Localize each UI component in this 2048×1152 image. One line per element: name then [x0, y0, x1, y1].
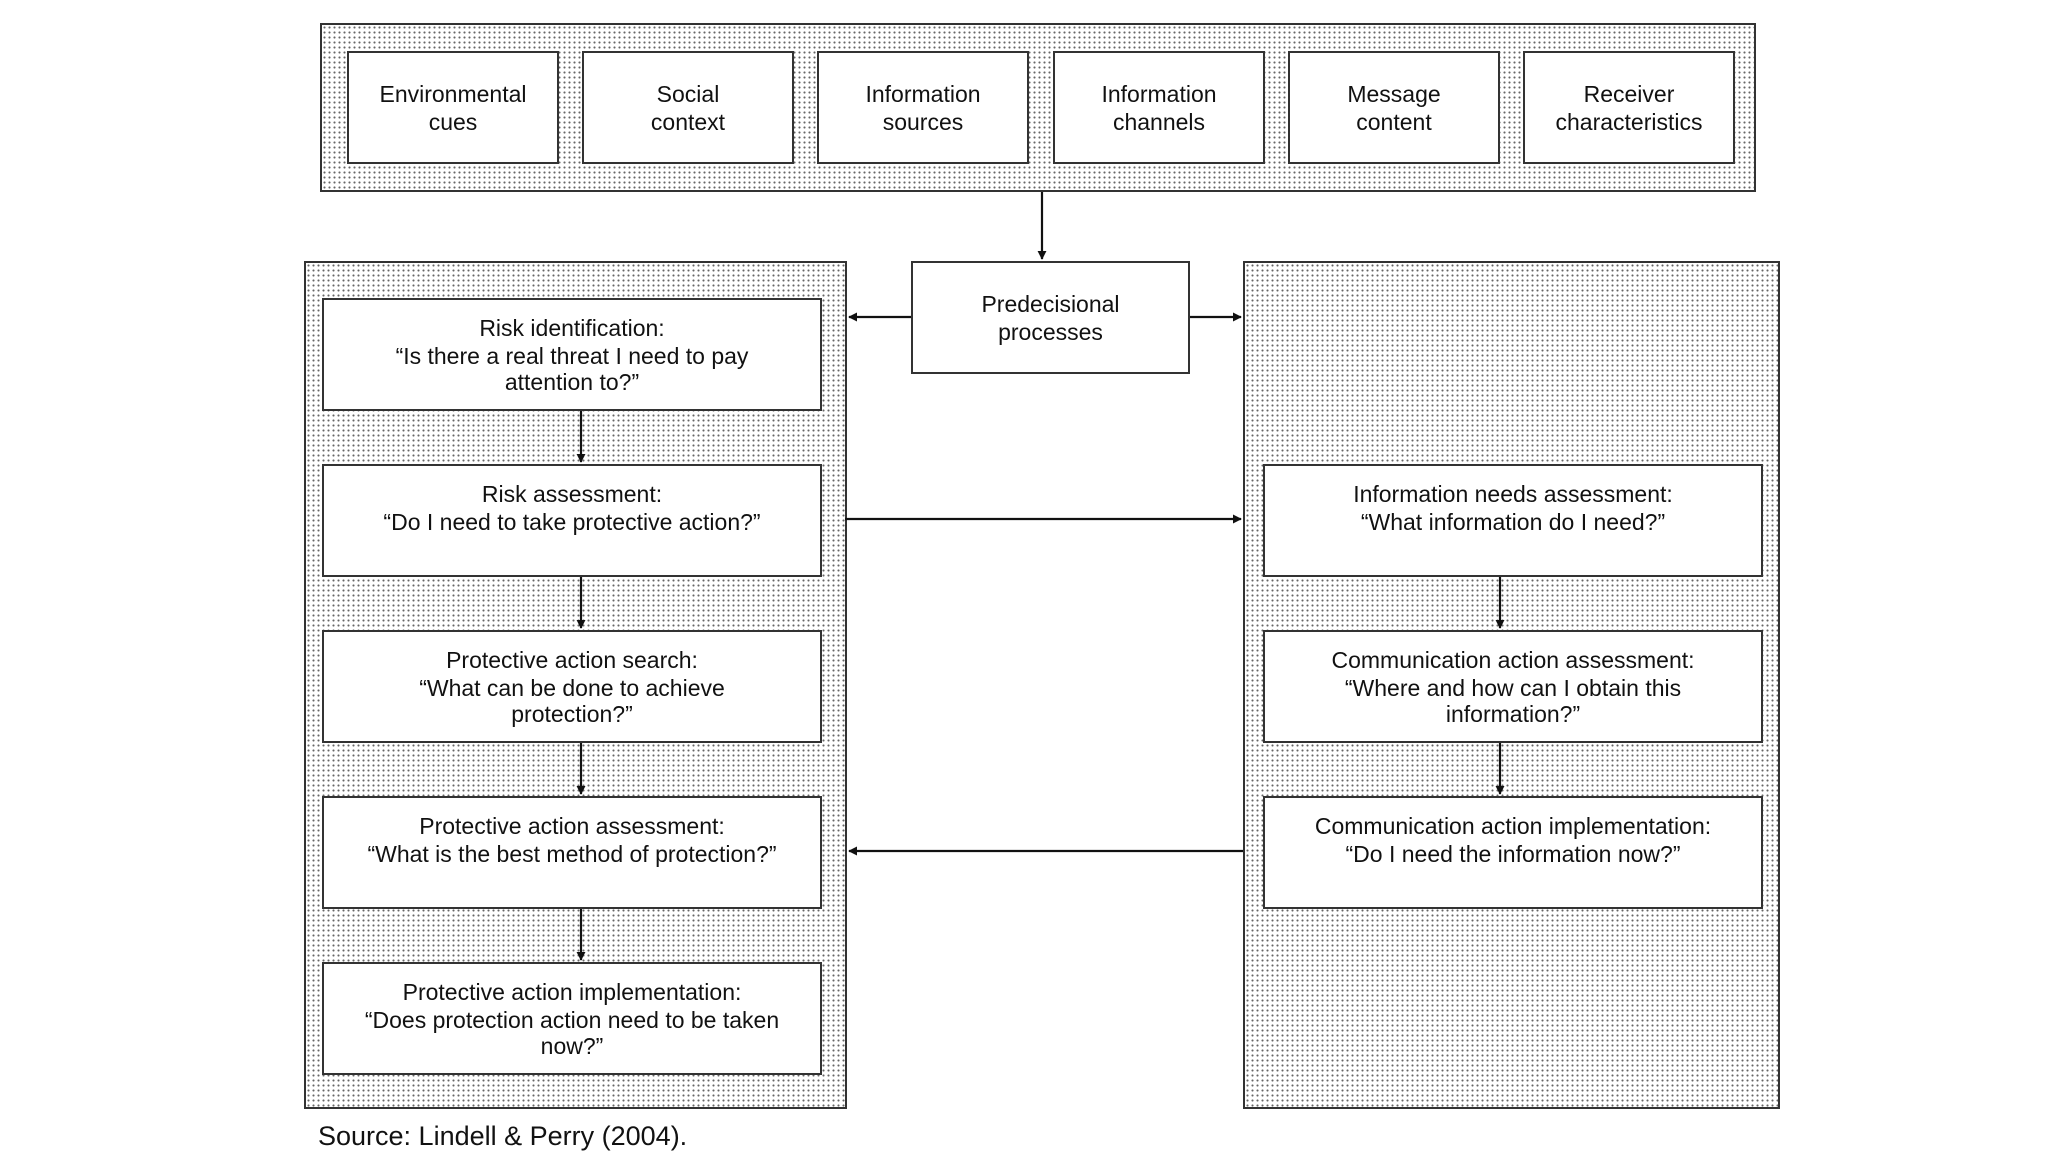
factor-label-line2: characteristics	[1555, 108, 1703, 135]
step-question: “Does protection action need to be taken	[364, 1007, 780, 1033]
step-question: now?”	[540, 1033, 604, 1059]
step-heading: Communication action assessment:	[1331, 647, 1695, 673]
communication-action-assessment-box: Communication action assessment: “Where …	[1263, 630, 1763, 743]
predecisional-line1: Predecisional	[981, 290, 1120, 317]
factor-information-sources: Information sources	[817, 51, 1029, 164]
factor-environmental-cues: Environmental cues	[347, 51, 559, 164]
information-needs-assessment-box: Information needs assessment: “What info…	[1263, 464, 1763, 577]
factor-label-line1: Environmental	[379, 80, 527, 107]
step-heading: Protective action implementation:	[402, 979, 742, 1005]
factor-label-line2: channels	[1112, 108, 1206, 135]
step-question: “What information do I need?”	[1360, 509, 1666, 535]
source-citation: Source: Lindell & Perry (2004).	[318, 1121, 688, 1151]
step-question: “Do I need to take protective action?”	[383, 509, 761, 535]
step-question: “Do I need the information now?”	[1345, 841, 1681, 867]
factors-panel	[320, 23, 1756, 192]
step-question: “What is the best method of protection?”	[367, 841, 777, 867]
factor-label-line1: Social	[656, 80, 720, 107]
protective-action-implementation-box: Protective action implementation: “Does …	[322, 962, 822, 1075]
step-heading: Communication action implementation:	[1314, 813, 1712, 839]
factor-label-line2: content	[1356, 108, 1432, 135]
factor-label-line1: Receiver	[1583, 80, 1675, 107]
factor-label-line1: Information	[865, 80, 981, 107]
factor-social-context: Social context	[582, 51, 794, 164]
factor-label-line2: context	[650, 108, 726, 135]
step-heading: Information needs assessment:	[1353, 481, 1673, 507]
step-question: “Where and how can I obtain this	[1344, 675, 1682, 701]
step-heading: Risk assessment:	[481, 481, 663, 507]
factor-label-line1: Information	[1101, 80, 1217, 107]
factor-message-content: Message content	[1288, 51, 1500, 164]
predecisional-processes-box: Predecisional processes	[911, 261, 1190, 374]
step-question: “Is there a real threat I need to pay	[395, 343, 749, 369]
step-question: information?”	[1445, 701, 1581, 727]
protective-action-search-box: Protective action search: “What can be d…	[322, 630, 822, 743]
step-question: attention to?”	[504, 369, 640, 395]
factor-receiver-characteristics: Receiver characteristics	[1523, 51, 1735, 164]
step-heading: Protective action search:	[446, 647, 698, 673]
step-question: protection?”	[511, 701, 633, 727]
factor-label-line2: sources	[882, 108, 964, 135]
communication-action-implementation-box: Communication action implementation: “Do…	[1263, 796, 1763, 909]
step-heading: Risk identification:	[479, 315, 665, 341]
factor-label-line1: Message	[1347, 80, 1441, 107]
factor-information-channels: Information channels	[1053, 51, 1265, 164]
step-heading: Protective action assessment:	[419, 813, 725, 839]
risk-assessment-box: Risk assessment: “Do I need to take prot…	[322, 464, 822, 577]
step-question: “What can be done to achieve	[419, 675, 725, 701]
risk-identification-box: Risk identification: “Is there a real th…	[322, 298, 822, 411]
protective-action-assessment-box: Protective action assessment: “What is t…	[322, 796, 822, 909]
factor-label-line2: cues	[428, 108, 478, 135]
predecisional-line2: processes	[998, 318, 1103, 345]
